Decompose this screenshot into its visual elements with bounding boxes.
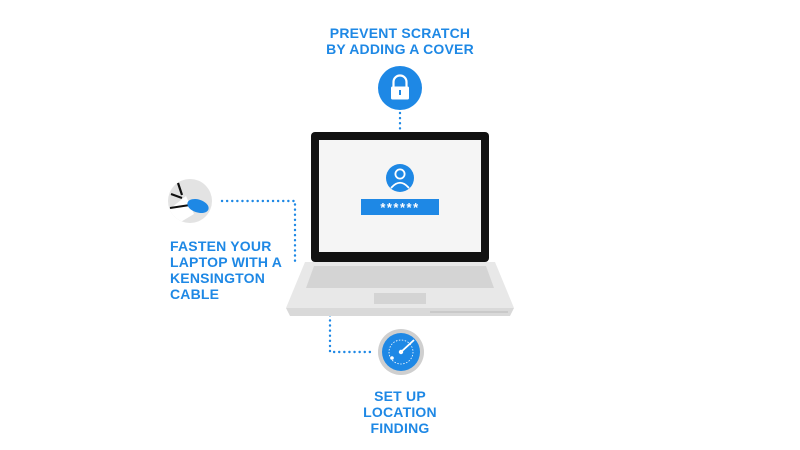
laptop-keyboard <box>306 266 494 288</box>
cable-line <box>169 204 191 209</box>
cable-plug <box>187 198 209 214</box>
connector-lines <box>220 111 402 354</box>
caption-line: CABLE <box>170 286 220 302</box>
caption-line: LAPTOP WITH A <box>170 254 283 270</box>
radar-sweep <box>400 339 415 353</box>
caption-line: LOCATION <box>363 404 437 420</box>
lock-keyhole <box>399 90 401 95</box>
caption-line: FASTEN YOUR <box>170 238 272 254</box>
caption-line: FINDING <box>370 420 430 436</box>
caption-prevent-scratch: PREVENT SCRATCH BY ADDING A COVER <box>300 25 500 57</box>
password-field-box <box>361 199 439 215</box>
caption-location-finding: SET UP LOCATION FINDING <box>340 388 460 436</box>
laptop-screen <box>319 140 481 252</box>
password-mask: ****** <box>380 200 419 215</box>
laptop <box>286 132 514 316</box>
connector-cable <box>220 199 297 267</box>
user-avatar-head <box>394 168 406 180</box>
caption-line: PREVENT SCRATCH <box>329 25 471 41</box>
radar-center <box>398 349 404 355</box>
location-radar-icon <box>378 329 424 375</box>
caption-line: KENSINGTON <box>170 270 266 286</box>
caption-kensington-cable: FASTEN YOUR LAPTOP WITH A KENSINGTON CAB… <box>170 238 282 302</box>
caption-line: BY ADDING A COVER <box>326 41 474 57</box>
cable-tick-left <box>170 192 183 200</box>
user-avatar-body <box>390 181 410 189</box>
cable-tick-top <box>176 182 184 196</box>
lock-icon <box>378 66 422 110</box>
laptop-touchpad <box>374 293 426 304</box>
kensington-lock-icon <box>168 179 212 223</box>
laptop-base-edge <box>286 308 514 316</box>
radar-blip <box>390 356 394 360</box>
lock-shackle <box>392 74 408 87</box>
caption-line: SET UP <box>374 388 426 404</box>
login-avatar <box>386 164 414 192</box>
password-field: ****** <box>361 199 439 215</box>
radar-guide <box>388 339 414 365</box>
connector-location <box>328 298 374 354</box>
